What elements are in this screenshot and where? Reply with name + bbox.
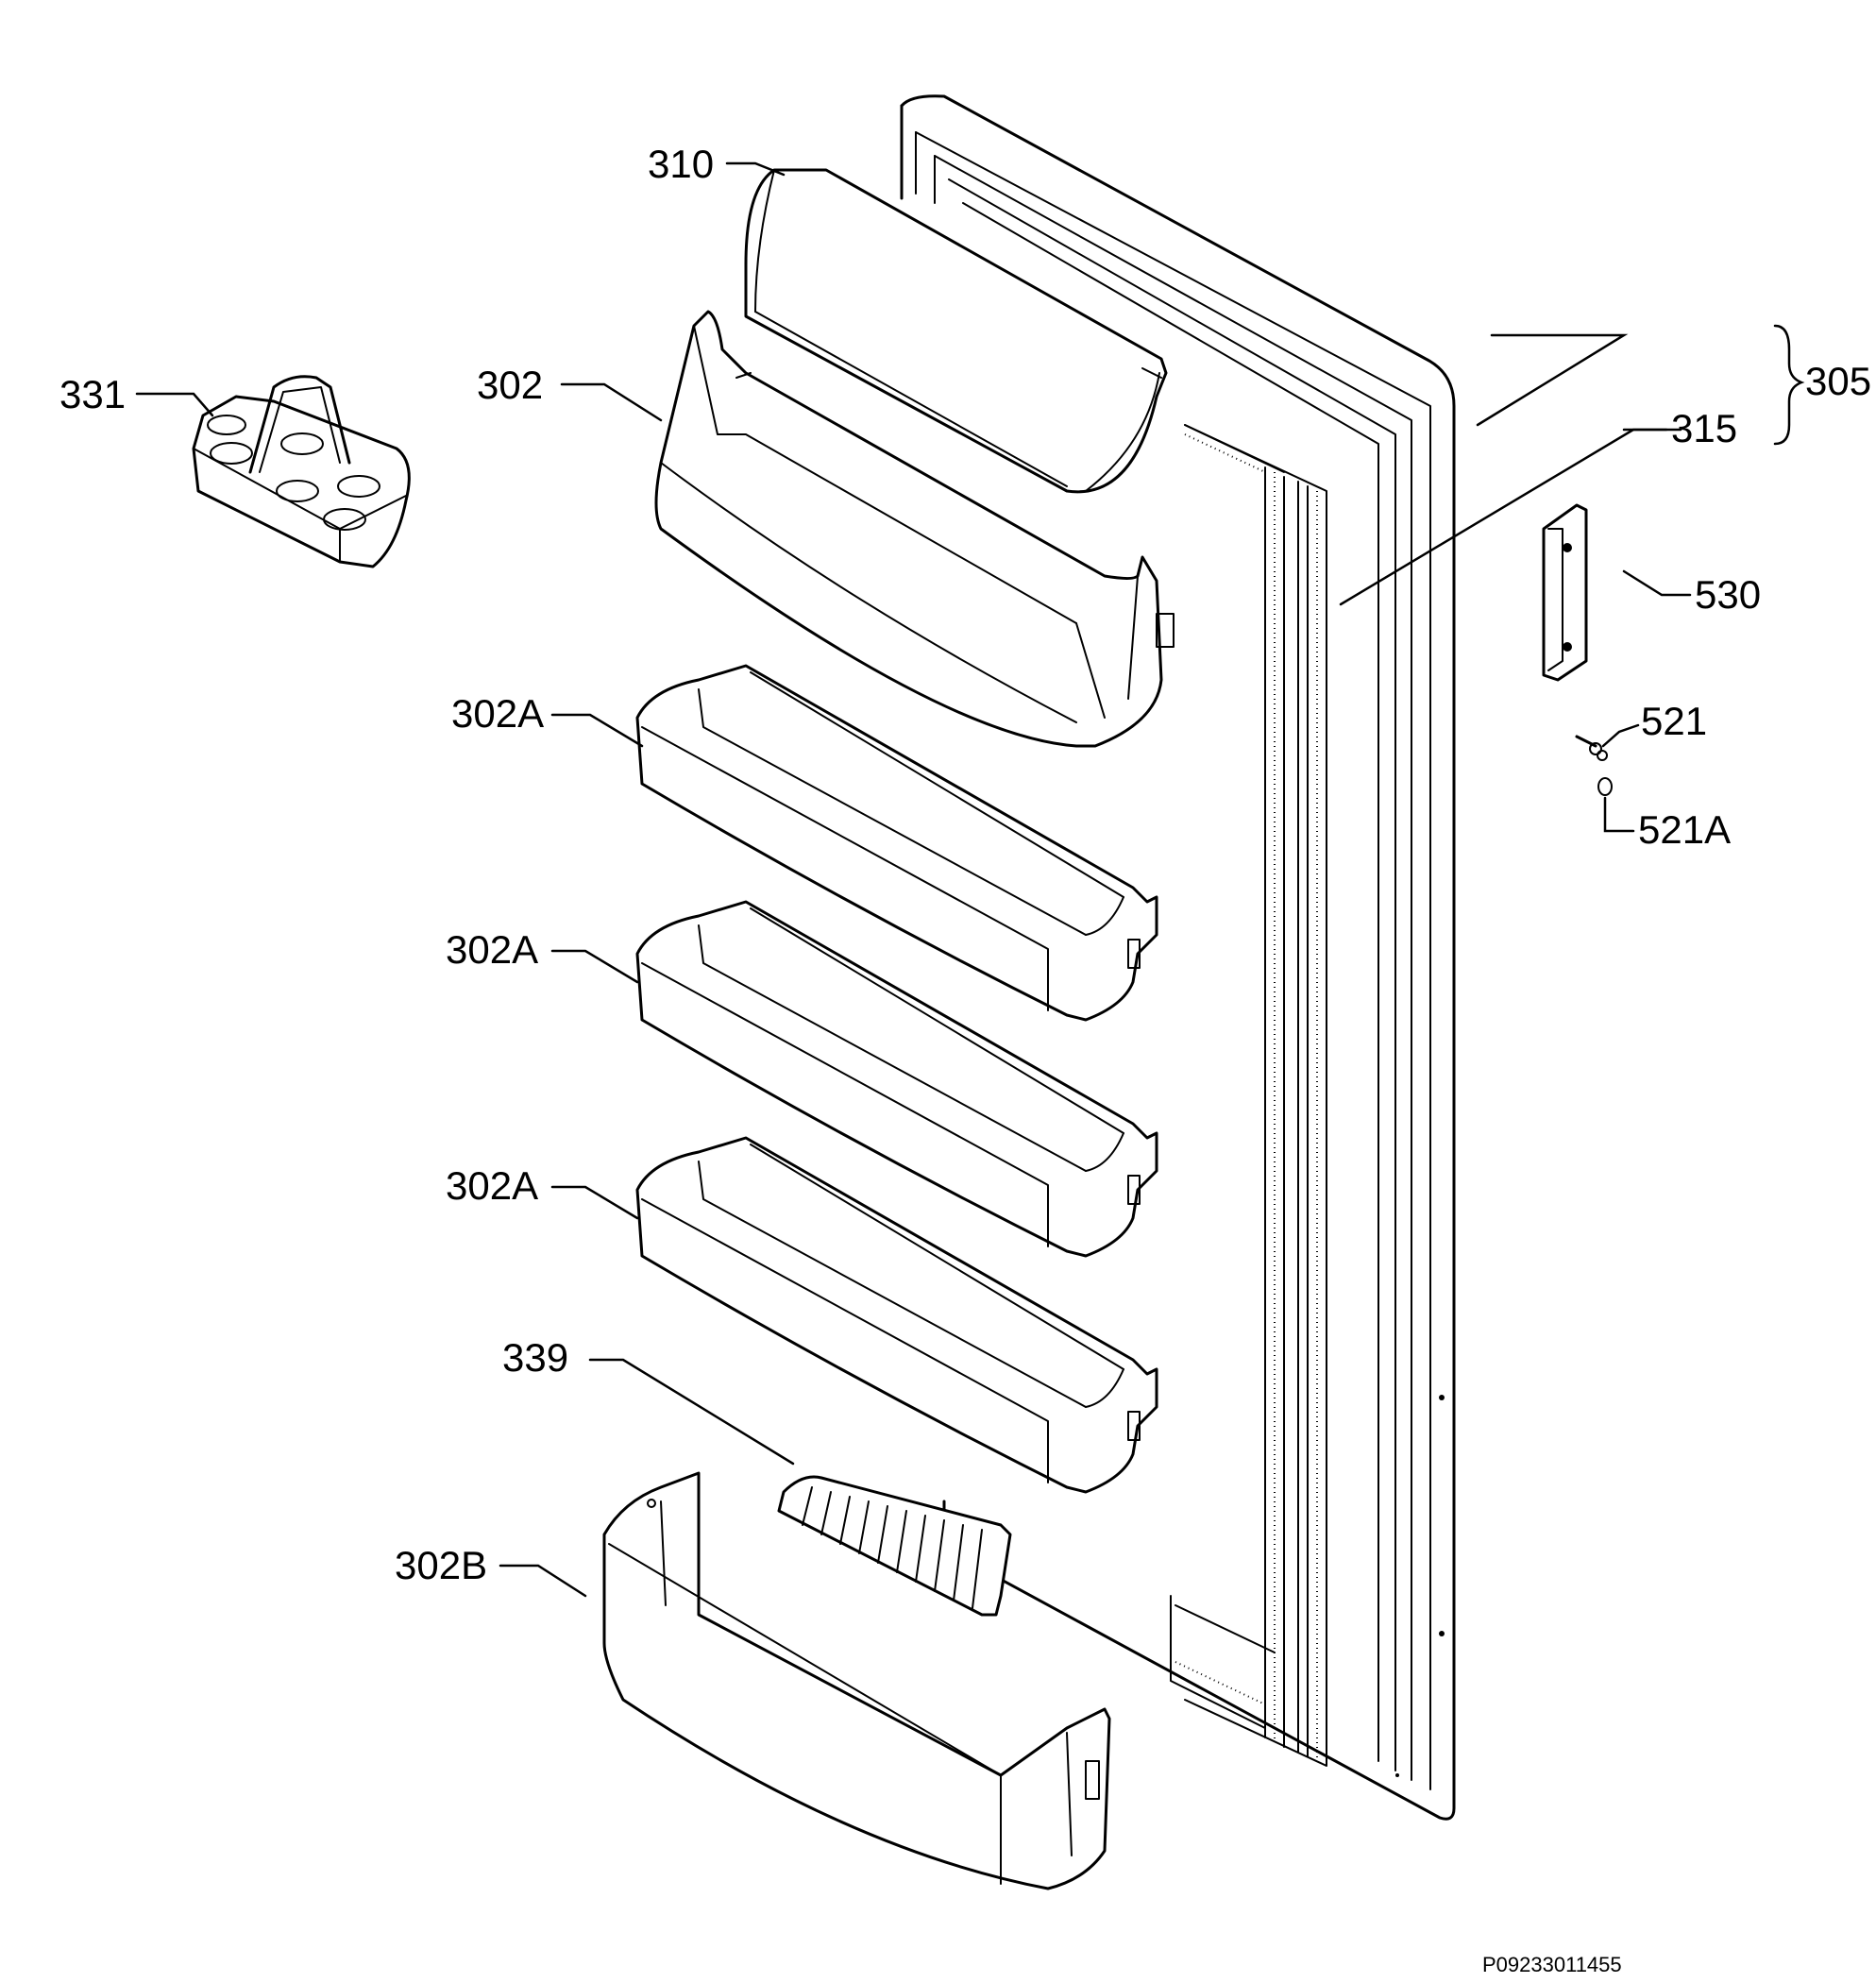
- callout-302a-3: 302A: [446, 1163, 538, 1208]
- door-shelf-302a-3: [635, 1136, 1158, 1494]
- callout-521: 521: [1641, 699, 1707, 743]
- callout-331: 331: [59, 372, 126, 416]
- callout-302a-2: 302A: [446, 927, 538, 972]
- door-shelf-302: [654, 310, 1175, 748]
- callout-302: 302: [477, 363, 543, 407]
- door-shelf-302a-2: [635, 900, 1158, 1258]
- drawing-code: P09233011455: [1482, 1953, 1622, 1976]
- callout-530: 530: [1695, 572, 1761, 617]
- callout-339: 339: [502, 1335, 568, 1380]
- leader-lines: [135, 161, 1805, 1598]
- egg-tray: [192, 375, 411, 568]
- callout-302a-1: 302A: [451, 691, 544, 736]
- door-shelf-302a-1: [635, 664, 1158, 1022]
- dairy-compartment-flap: [744, 168, 1168, 494]
- hinge-bracket: [1542, 503, 1588, 682]
- screw-part: [1575, 735, 1608, 761]
- callout-305: 305: [1805, 359, 1871, 403]
- callout-310: 310: [648, 142, 714, 186]
- door-panel: [900, 94, 1456, 1821]
- callout-302b: 302B: [395, 1543, 487, 1587]
- callout-521a: 521A: [1638, 807, 1731, 852]
- washer-part: [1597, 777, 1613, 796]
- callout-315: 315: [1671, 406, 1737, 450]
- door-shelf-302b: [602, 1471, 1111, 1890]
- bottle-retainer: [777, 1475, 1012, 1617]
